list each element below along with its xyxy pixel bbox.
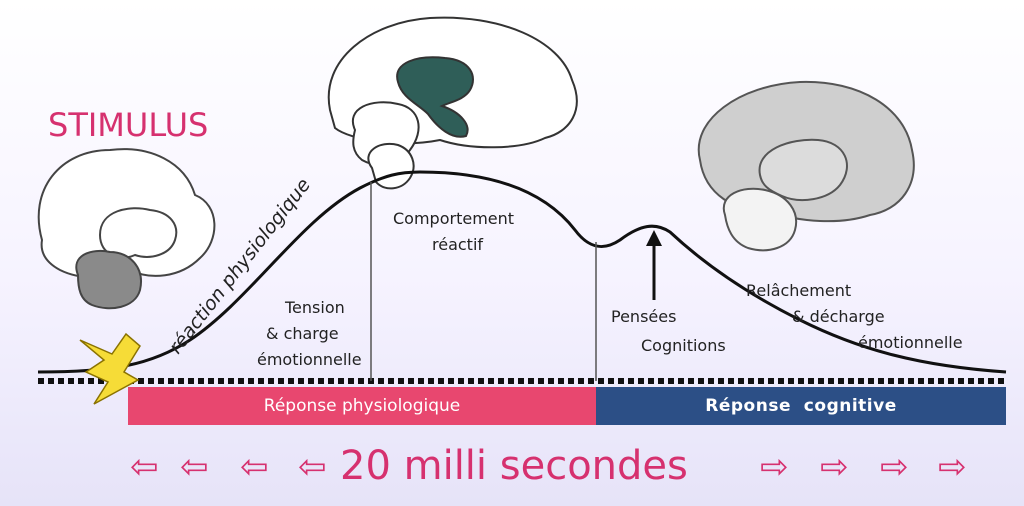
phase1-line1: Tension bbox=[284, 298, 345, 317]
phase1-line2: & charge bbox=[266, 324, 339, 343]
response-curve bbox=[37, 170, 1007, 374]
stimulus-label: STIMULUS bbox=[48, 106, 209, 144]
right-arrow-icon: ⇨ bbox=[820, 447, 849, 487]
brain-cognitive-icon bbox=[697, 80, 915, 252]
phase2-line2: réactif bbox=[432, 235, 483, 254]
cognitive-response-bar: Réponse cognitive bbox=[596, 387, 1006, 425]
left-arrow-icon: ⇦ bbox=[298, 447, 327, 487]
right-arrow-icon: ⇨ bbox=[880, 447, 909, 487]
brain-stimulus-icon bbox=[37, 148, 216, 310]
phase1-line3: émotionnelle bbox=[257, 350, 362, 369]
physiological-response-bar: Réponse physiologique bbox=[128, 387, 596, 425]
cognition-arrow-head bbox=[646, 230, 662, 246]
cognitive-response-label: Réponse cognitive bbox=[705, 396, 897, 416]
brain-reactive-icon bbox=[327, 16, 578, 190]
physiological-response-label: Réponse physiologique bbox=[263, 396, 461, 416]
right-arrow-icon: ⇨ bbox=[760, 447, 789, 487]
left-arrow-icon: ⇦ bbox=[130, 447, 159, 487]
phase3-line2: Cognitions bbox=[641, 336, 726, 355]
lightning-bolt-icon bbox=[79, 332, 141, 405]
phase4-line2: & décharge bbox=[792, 307, 885, 326]
phase4-line1: Relâchement bbox=[746, 281, 851, 300]
phase4-line3: émotionnelle bbox=[858, 333, 963, 352]
duration-label: 20 milli secondes bbox=[340, 443, 688, 489]
left-arrow-icon: ⇦ bbox=[180, 447, 209, 487]
phase3-line1: Pensées bbox=[611, 307, 676, 326]
right-arrow-icon: ⇨ bbox=[938, 447, 967, 487]
left-arrow-icon: ⇦ bbox=[240, 447, 269, 487]
phase2-line1: Comportement bbox=[393, 209, 514, 228]
